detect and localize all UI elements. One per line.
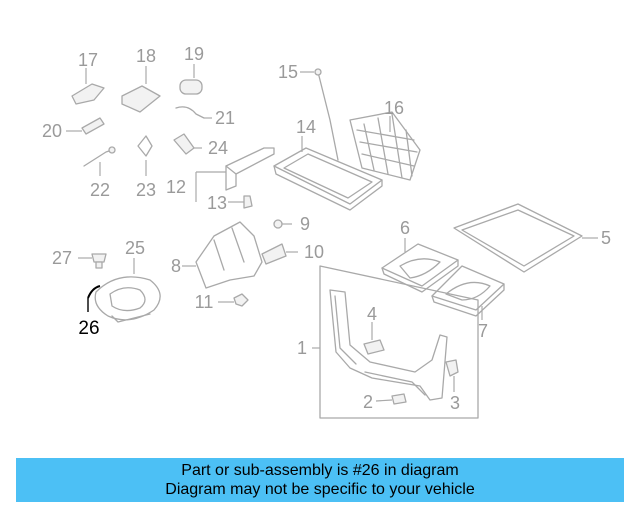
part-2-clip [391, 393, 407, 405]
callout-11: 11 [195, 292, 214, 312]
callout-5: 5 [601, 228, 611, 248]
callout-9: 9 [300, 214, 310, 234]
parts-diagram: 1 2 3 4 5 6 7 8 [42, 44, 611, 419]
part-12-bracket [225, 147, 275, 191]
banner-line-1: Part or sub-assembly is #26 in diagram [181, 462, 459, 479]
leader-2 [375, 399, 393, 402]
callout-25: 25 [125, 238, 145, 258]
callout-21: 21 [215, 108, 235, 128]
part-27-plug [91, 253, 107, 269]
part-20-bolt [81, 117, 105, 135]
part-24-hook [173, 133, 195, 155]
callout-18: 18 [136, 46, 156, 66]
part-26-highlighted [87, 285, 101, 299]
part-15-strap [314, 68, 339, 161]
callout-7: 7 [478, 321, 488, 341]
callout-10: 10 [304, 242, 324, 262]
part-13-clip [243, 195, 253, 209]
part-9-fastener [273, 219, 283, 229]
part-5-floor-mat [453, 203, 583, 273]
part-14-rear-shelf [273, 147, 383, 211]
part-23-clip [137, 135, 153, 157]
part-18-module [121, 85, 161, 113]
callout-14: 14 [296, 117, 316, 137]
callout-23: 23 [136, 180, 156, 200]
part-17-handle [71, 83, 105, 105]
part-3-bracket [445, 359, 459, 377]
part-6-tray [381, 243, 459, 293]
part-1-trunk-trim [329, 289, 448, 401]
callout-3: 3 [450, 393, 460, 413]
banner-line-2: Diagram may not be specific to your vehi… [165, 481, 475, 498]
part-11-hook [233, 293, 249, 307]
callout-1: 1 [297, 338, 307, 358]
callout-8: 8 [171, 256, 181, 276]
part-4-latch-cover [363, 339, 385, 355]
info-banner: Part or sub-assembly is #26 in diagram D… [16, 458, 624, 502]
part-22-rod [83, 146, 116, 167]
callout-17: 17 [78, 50, 98, 70]
callout-6: 6 [400, 218, 410, 238]
callout-4: 4 [367, 304, 377, 324]
callout-22: 22 [90, 180, 110, 200]
part-10-lamp [261, 243, 287, 265]
callout-13: 13 [207, 193, 227, 213]
callout-2: 2 [363, 392, 373, 412]
callout-15: 15 [278, 62, 298, 82]
part-8-side-trim [195, 221, 263, 289]
callout-24: 24 [208, 138, 228, 158]
callout-12-bracket-lines [195, 171, 226, 202]
panel-frame [319, 265, 479, 419]
callout-27: 27 [52, 248, 72, 268]
callout-20: 20 [42, 121, 62, 141]
callout-19: 19 [184, 44, 204, 64]
part-16-cargo-net [349, 111, 421, 181]
callout-16: 16 [384, 98, 404, 118]
callout-12: 12 [166, 177, 186, 197]
callout-26: 26 [78, 318, 99, 339]
part-7-tray-lower [431, 265, 505, 317]
part-25-spare-tray [94, 276, 161, 323]
part-21-wire [175, 106, 205, 119]
part-19-socket [179, 79, 203, 95]
